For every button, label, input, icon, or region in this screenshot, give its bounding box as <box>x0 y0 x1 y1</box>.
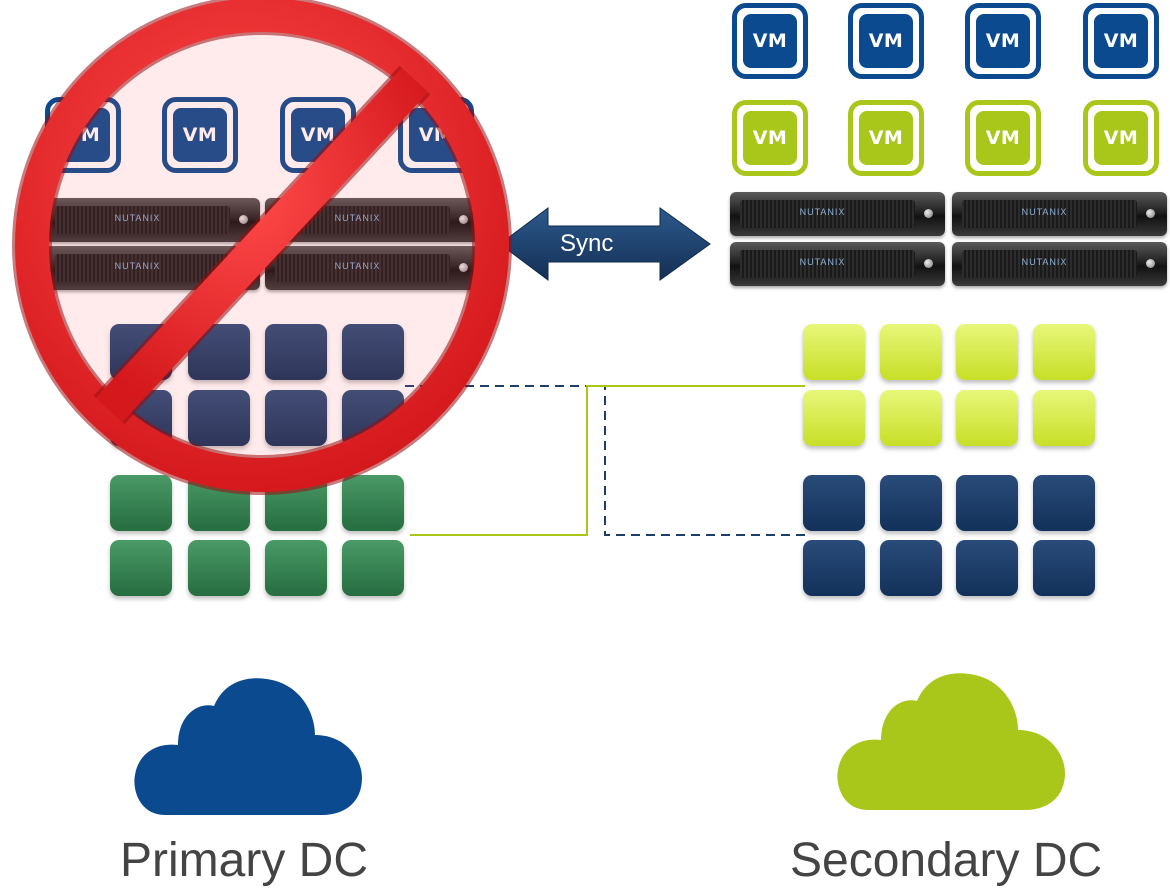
storage-block <box>880 540 942 596</box>
primary-cloud-icon <box>134 678 362 815</box>
storage-block <box>803 390 865 446</box>
storage-block <box>265 324 327 380</box>
storage-block <box>110 475 172 531</box>
dashed-replication-line <box>405 385 805 536</box>
storage-block <box>956 475 1018 531</box>
storage-block <box>880 390 942 446</box>
storage-block <box>342 475 404 531</box>
storage-block <box>265 390 327 446</box>
storage-block <box>880 324 942 380</box>
storage-block <box>803 324 865 380</box>
storage-block <box>880 475 942 531</box>
storage-block <box>956 390 1018 446</box>
sync-arrow-icon <box>499 207 711 281</box>
sync-label: Sync <box>560 230 614 257</box>
vm-icon[interactable]: VM <box>732 100 808 176</box>
storage-block <box>1033 390 1095 446</box>
vm-icon[interactable]: VM <box>965 100 1041 176</box>
server-node: NUTANIX <box>952 192 1167 236</box>
storage-block <box>956 540 1018 596</box>
vm-icon[interactable]: VM <box>848 100 924 176</box>
secondary-dc-label: Secondary DC <box>790 834 1103 887</box>
storage-block <box>956 324 1018 380</box>
storage-block <box>1033 540 1095 596</box>
prohibited-icon <box>12 0 512 495</box>
server-node: NUTANIX <box>265 246 480 290</box>
vm-icon[interactable]: VM <box>1083 3 1159 79</box>
storage-block <box>265 540 327 596</box>
storage-block <box>342 324 404 380</box>
primary-dc-label: Primary DC <box>120 834 368 887</box>
server-node: NUTANIX <box>730 242 945 286</box>
vm-icon[interactable]: VM <box>732 3 808 79</box>
storage-block <box>1033 475 1095 531</box>
storage-block <box>110 540 172 596</box>
storage-block <box>803 540 865 596</box>
server-node: NUTANIX <box>45 198 260 242</box>
storage-block <box>342 540 404 596</box>
vm-icon[interactable]: VM <box>1083 100 1159 176</box>
secondary-cloud-icon <box>837 673 1065 810</box>
server-node: NUTANIX <box>730 192 945 236</box>
storage-block <box>188 390 250 446</box>
vm-icon[interactable]: VM <box>162 97 238 173</box>
storage-block <box>1033 324 1095 380</box>
storage-block <box>188 540 250 596</box>
solid-replication-line <box>410 385 805 536</box>
vm-icon[interactable]: VM <box>848 3 924 79</box>
vm-icon[interactable]: VM <box>965 3 1041 79</box>
server-node: NUTANIX <box>952 242 1167 286</box>
storage-block <box>803 475 865 531</box>
